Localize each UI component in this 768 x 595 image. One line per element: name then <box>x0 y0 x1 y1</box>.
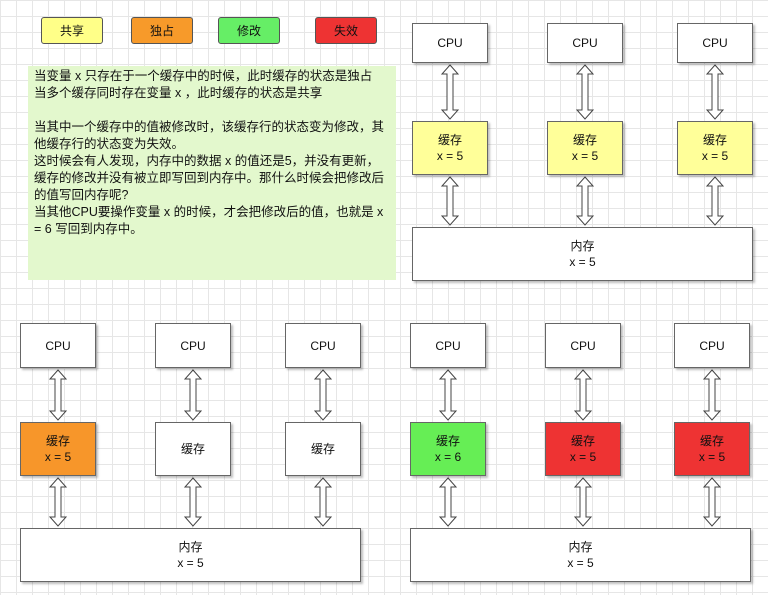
double-arrow <box>48 369 68 421</box>
double-arrow <box>575 64 595 120</box>
cache-box-empty: 缓存 <box>155 422 231 476</box>
double-arrow <box>575 176 595 226</box>
cache-label: 缓存 <box>435 434 460 448</box>
cpu-label: CPU <box>310 338 336 353</box>
note-line: 当多个缓存同时存在变量 x ，此时缓存的状态是共享 <box>34 86 323 100</box>
cache-label: 缓存 <box>570 434 595 448</box>
cpu-box: CPU <box>677 23 753 63</box>
cpu-box: CPU <box>285 323 361 368</box>
cache-value: x = 5 <box>571 149 599 163</box>
cache-value: x = 5 <box>701 149 729 163</box>
double-arrow <box>183 369 203 421</box>
cpu-label: CPU <box>699 338 725 353</box>
cache-box-empty: 缓存 <box>285 422 361 476</box>
double-arrow <box>573 477 593 527</box>
double-arrow <box>438 477 458 527</box>
memory-box: 内存 x = 5 <box>412 227 753 281</box>
cache-box-modified: 缓存 x = 6 <box>410 422 486 476</box>
cache-label: 缓存 <box>572 133 597 147</box>
cpu-label: CPU <box>437 36 463 50</box>
cpu-label: CPU <box>572 36 598 50</box>
legend-shared-label: 共享 <box>59 24 84 38</box>
double-arrow <box>705 176 725 226</box>
double-arrow <box>440 64 460 120</box>
cache-label: 缓存 <box>437 133 462 147</box>
cache-value: x = 5 <box>569 450 597 464</box>
cache-label: 缓存 <box>699 434 724 448</box>
cache-box-shared: 缓存 x = 5 <box>547 121 623 175</box>
cache-box-shared: 缓存 x = 5 <box>677 121 753 175</box>
memory-label: 内存 <box>568 540 593 554</box>
double-arrow <box>573 369 593 421</box>
legend-modified: 修改 <box>218 17 280 44</box>
note-line: 当其他CPU要操作变量 x 的时候，才会把修改后的值，也就是 x = 6 写回到… <box>34 205 387 236</box>
cpu-label: CPU <box>435 338 461 353</box>
cache-label: 缓存 <box>180 442 205 456</box>
legend-invalid-label: 失效 <box>333 24 358 38</box>
memory-value: x = 5 <box>569 255 596 269</box>
cpu-label: CPU <box>45 338 71 353</box>
double-arrow <box>313 369 333 421</box>
cache-label: 缓存 <box>45 434 70 448</box>
note-line: 当变量 x 只存在于一个缓存中的时候，此时缓存的状态是独占 <box>34 69 373 83</box>
legend-exclusive-label: 独占 <box>149 24 174 38</box>
cpu-box: CPU <box>410 323 486 368</box>
cpu-box: CPU <box>155 323 231 368</box>
cpu-box: CPU <box>20 323 96 368</box>
memory-box: 内存 x = 5 <box>410 528 751 582</box>
cache-label: 缓存 <box>702 133 727 147</box>
cache-value: x = 5 <box>436 149 464 163</box>
memory-value: x = 5 <box>567 556 594 570</box>
note-line: 当其中一个缓存中的值被修改时，该缓存行的状态变为修改，其他缓存行的状态变为失效。 <box>34 120 385 151</box>
cache-value: x = 5 <box>44 450 72 464</box>
cache-box-exclusive: 缓存 x = 5 <box>20 422 96 476</box>
cache-value: x = 5 <box>698 450 726 464</box>
memory-label: 内存 <box>570 239 595 253</box>
cache-box-invalid: 缓存 x = 5 <box>674 422 750 476</box>
memory-value: x = 5 <box>177 556 204 570</box>
double-arrow <box>183 477 203 527</box>
explanation-note: 当变量 x 只存在于一个缓存中的时候，此时缓存的状态是独占 当多个缓存同时存在变… <box>28 66 396 280</box>
note-line: 这时候会有人发现，内存中的数据 x 的值还是5，并没有更新，缓存的修改并没有被立… <box>34 154 385 202</box>
double-arrow <box>313 477 333 527</box>
double-arrow <box>702 477 722 527</box>
legend-exclusive: 独占 <box>131 17 193 44</box>
cpu-label: CPU <box>180 338 206 353</box>
cache-label: 缓存 <box>310 442 335 456</box>
cache-box-shared: 缓存 x = 5 <box>412 121 488 175</box>
cpu-label: CPU <box>702 36 728 50</box>
double-arrow <box>440 176 460 226</box>
legend-invalid: 失效 <box>315 17 377 44</box>
double-arrow <box>702 369 722 421</box>
cache-value: x = 6 <box>434 450 462 464</box>
cpu-box: CPU <box>547 23 623 63</box>
double-arrow <box>705 64 725 120</box>
cpu-box: CPU <box>674 323 750 368</box>
memory-label: 内存 <box>178 540 203 554</box>
cache-box-invalid: 缓存 x = 5 <box>545 422 621 476</box>
double-arrow <box>48 477 68 527</box>
memory-box: 内存 x = 5 <box>20 528 361 582</box>
double-arrow <box>438 369 458 421</box>
cpu-box: CPU <box>545 323 621 368</box>
cpu-label: CPU <box>570 338 596 353</box>
legend-shared: 共享 <box>41 17 103 44</box>
legend-modified-label: 修改 <box>236 24 261 38</box>
cpu-box: CPU <box>412 23 488 63</box>
